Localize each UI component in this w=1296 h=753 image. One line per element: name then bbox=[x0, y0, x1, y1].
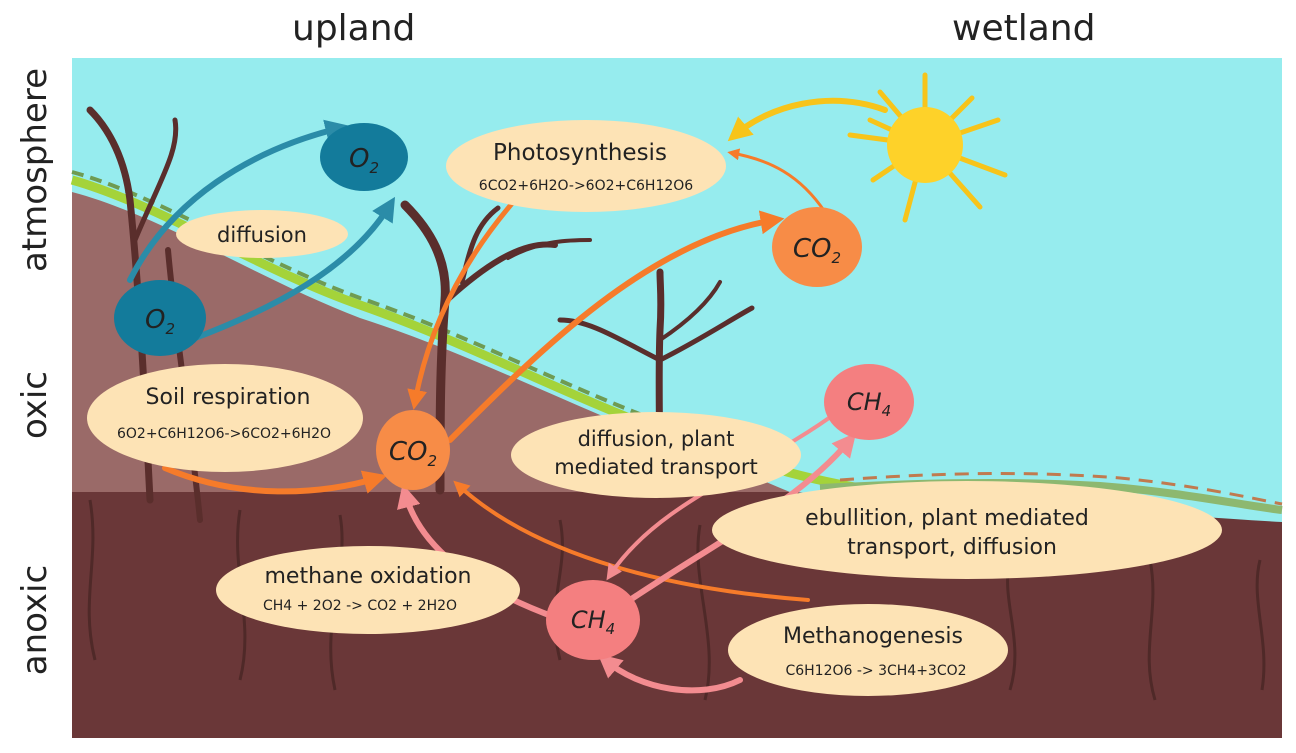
co2-molecule-soil: CO2 bbox=[376, 410, 450, 490]
soil-respiration-process: Soil respiration 6O2+C6H12O6->6CO2+6H2O bbox=[87, 364, 363, 472]
ch4-molecule-atmosphere: CH4 bbox=[824, 364, 914, 440]
svg-text:Photosynthesis: Photosynthesis bbox=[493, 140, 667, 166]
svg-text:CH4 + 2O2 -> CO2 + 2H2O: CH4 + 2O2 -> CO2 + 2H2O bbox=[263, 598, 457, 614]
o2-down-arrow bbox=[187, 196, 396, 343]
svg-text:Methanogenesis: Methanogenesis bbox=[783, 624, 963, 649]
svg-text:CH4: CH4 bbox=[571, 606, 615, 638]
photosynthesis-to-soil-co2-arrow bbox=[407, 189, 525, 410]
svg-text:methane oxidation: methane oxidation bbox=[265, 564, 472, 589]
diffusion-plant-transport-process: diffusion, plant mediated transport bbox=[511, 412, 801, 498]
svg-text:O2: O2 bbox=[349, 144, 379, 177]
o2-molecule-bottom: O2 bbox=[114, 280, 206, 356]
svg-text:O2: O2 bbox=[145, 305, 175, 338]
soil-co2-to-atmosphere-arrow bbox=[447, 210, 785, 443]
methanogenesis-process: Methanogenesis C6H12O6 -> 3CH4+3CO2 bbox=[728, 604, 1008, 696]
sunlight-arrow bbox=[727, 97, 888, 142]
svg-text:CO2: CO2 bbox=[389, 437, 437, 470]
svg-text:diffusion: diffusion bbox=[217, 223, 307, 247]
svg-text:C6H12O6 -> 3CH4+3CO2: C6H12O6 -> 3CH4+3CO2 bbox=[785, 663, 966, 679]
upland-header: upland bbox=[292, 8, 416, 49]
wetland-header: wetland bbox=[952, 8, 1096, 49]
svg-text:6CO2+6H2O->6O2+C6H12O6: 6CO2+6H2O->6O2+C6H12O6 bbox=[479, 178, 693, 194]
svg-text:mediated transport: mediated transport bbox=[554, 455, 758, 479]
svg-text:Soil respiration: Soil respiration bbox=[146, 385, 311, 410]
svg-text:transport, diffusion: transport, diffusion bbox=[847, 535, 1057, 560]
respiration-to-co2-arrow bbox=[162, 465, 388, 495]
methanogenesis-to-ch4-arrow bbox=[597, 653, 743, 694]
co2-molecule-atmosphere: CO2 bbox=[772, 207, 862, 287]
co2-to-photosynthesis-arrow bbox=[727, 148, 827, 214]
o2-up-arrow bbox=[127, 119, 350, 283]
methane-oxidation-process: methane oxidation CH4 + 2O2 -> CO2 + 2H2… bbox=[216, 546, 520, 634]
ebullition-process: ebullition, plant mediated transport, di… bbox=[712, 481, 1222, 579]
diffusion-process: diffusion bbox=[176, 210, 348, 258]
svg-text:6O2+C6H12O6->6CO2+6H2O: 6O2+C6H12O6->6CO2+6H2O bbox=[117, 426, 331, 442]
svg-text:ebullition, plant mediated: ebullition, plant mediated bbox=[805, 506, 1089, 531]
svg-text:CH4: CH4 bbox=[847, 388, 891, 420]
svg-text:diffusion, plant: diffusion, plant bbox=[578, 427, 735, 451]
sun-icon bbox=[847, 72, 1008, 223]
photosynthesis-process: Photosynthesis 6CO2+6H2O->6O2+C6H12O6 bbox=[446, 120, 726, 212]
o2-molecule-top: O2 bbox=[320, 123, 408, 191]
ch4-molecule-soil: CH4 bbox=[546, 580, 640, 660]
svg-text:CO2: CO2 bbox=[793, 234, 841, 267]
